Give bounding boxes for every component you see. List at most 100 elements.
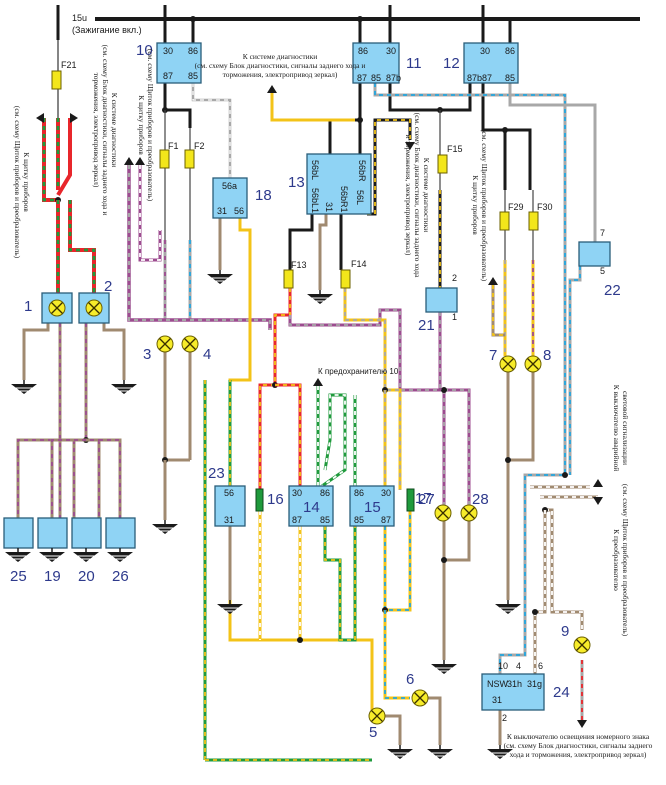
ground-icon (151, 519, 179, 535)
svg-text:6: 6 (406, 671, 414, 688)
svg-text:20: 20 (78, 568, 95, 585)
svg-text:85: 85 (320, 515, 330, 525)
svg-text:2: 2 (104, 278, 112, 295)
junction-dot (357, 16, 363, 22)
arrow-up-icon (593, 479, 603, 487)
svg-text:F2: F2 (194, 141, 205, 151)
module-22-label: 22 (604, 282, 621, 299)
note-left-diagnostics: К системе диагностики (см. схему Блок ди… (92, 45, 119, 216)
svg-text:(см. схему Блок диагностики, с: (см. схему Блок диагностики, сигналы зад… (195, 61, 366, 70)
svg-text:25: 25 (10, 568, 27, 585)
svg-text:5: 5 (369, 724, 377, 741)
svg-text:27: 27 (418, 491, 435, 508)
junction-dot (562, 472, 568, 478)
junction-dot (190, 16, 196, 22)
note-right-instrument: К щитку приборов (см. схему Щиток прибор… (471, 129, 489, 282)
svg-text:30: 30 (381, 488, 391, 498)
arrow-down-icon (593, 497, 603, 505)
svg-text:17: 17 (415, 490, 432, 507)
svg-text:5: 5 (600, 266, 605, 276)
svg-text:F13: F13 (291, 260, 307, 270)
relay-15: 86 30 85 87 15 (349, 485, 395, 527)
svg-text:К системе диагностики: К системе диагностики (422, 158, 431, 233)
lamp-6: 6 (406, 671, 429, 707)
relay-10: 30 86 87 85 10 (136, 42, 202, 84)
arrow-up-icon (124, 157, 134, 165)
svg-text:56bL1: 56bL1 (310, 188, 320, 213)
svg-text:85: 85 (371, 73, 381, 83)
svg-text:16: 16 (267, 491, 284, 508)
wire (163, 352, 190, 462)
relay-12: 30 86 87b 87 85 12 (443, 42, 519, 84)
ground-icon (306, 289, 334, 305)
svg-text:хода и торможения, электроприв: хода и торможения, электропривод зеркал) (510, 750, 647, 759)
wire-stripe (324, 526, 356, 641)
junction-dot (532, 609, 538, 615)
ground-icon (106, 547, 134, 563)
wire (508, 83, 597, 242)
svg-text:87b: 87b (467, 73, 482, 83)
relay-14: 30 86 87 85 14 (288, 485, 334, 527)
svg-text:4: 4 (516, 661, 521, 671)
wire (56, 118, 72, 197)
svg-text:85: 85 (354, 515, 364, 525)
ground-icon (386, 744, 414, 760)
wire (508, 372, 535, 462)
lamp-3: 3 (143, 335, 174, 363)
ground-icon (38, 547, 66, 563)
svg-text:86: 86 (358, 46, 368, 56)
svg-text:31: 31 (324, 202, 334, 212)
wire (99, 438, 122, 518)
fuse-16: 16 (255, 488, 284, 512)
svg-text:9: 9 (561, 623, 569, 640)
svg-text:86: 86 (354, 488, 364, 498)
junction-dot (441, 387, 447, 393)
lamp-7: 7 (489, 347, 517, 373)
note-converter: К преобразователю (см. схему Щиток прибо… (612, 484, 630, 637)
note-mid-instrument: К щитку приборов (см. схему Щиток прибор… (137, 49, 155, 202)
note-fuse-10: К предохранителю 10 (318, 367, 399, 376)
svg-text:26: 26 (112, 568, 129, 585)
junction-dot (297, 637, 303, 643)
wire-stripe (569, 266, 581, 475)
wire-stripe (68, 200, 96, 293)
wire (42, 118, 58, 202)
svg-text:F14: F14 (351, 259, 367, 269)
wire (428, 696, 442, 745)
wire-stripe (344, 288, 401, 490)
wire (288, 308, 446, 505)
arrow-up-icon (267, 85, 277, 93)
wire (22, 323, 50, 380)
svg-text:2: 2 (452, 273, 457, 283)
wire-stripe (534, 510, 546, 674)
wire (270, 90, 355, 122)
svg-text:торможения, электропривод зерк: торможения, электропривод зеркал) (223, 70, 338, 79)
svg-text:торможения, электропривод зерк: торможения, электропривод зеркал) (92, 73, 101, 188)
svg-text:28: 28 (472, 491, 489, 508)
relay-11-label: 11 (406, 55, 422, 72)
wire (163, 83, 192, 128)
module-24-label: 24 (553, 684, 570, 701)
svg-text:К системе диагностики: К системе диагностики (110, 93, 119, 168)
module-18: 56a 31 56 18 (212, 177, 272, 219)
svg-text:30: 30 (163, 46, 173, 56)
note-diagnostics-top: К системе диагностики (см. схему Блок ди… (195, 52, 366, 79)
svg-text:(см. схему Щиток приборов и пр: (см. схему Щиток приборов и преобразоват… (480, 129, 489, 282)
svg-text:3: 3 (143, 346, 151, 363)
note-center-diagnostics: К системе диагностики (см. схему Блок ди… (404, 113, 431, 279)
load-25: 25 (3, 517, 34, 585)
svg-text:(см. схему Блок диагностики, с: (см. схему Блок диагностики, сигналы зад… (413, 113, 422, 279)
arrow-right-icon (70, 113, 78, 123)
fuse-17: 17 (406, 488, 432, 512)
load-19: 19 (37, 517, 68, 585)
wire-stripe (374, 83, 566, 476)
lamp-1: 1 (24, 292, 73, 324)
svg-text:30: 30 (480, 46, 490, 56)
svg-text:56bR1: 56bR1 (339, 186, 349, 213)
note-left-instrument: К щитку приборов (см. схему Щиток прибор… (13, 106, 31, 259)
arrow-up-icon (488, 277, 498, 285)
arrow-up-icon (313, 378, 323, 386)
module-22: 7 5 22 (578, 228, 621, 299)
svg-text:31: 31 (492, 695, 502, 705)
